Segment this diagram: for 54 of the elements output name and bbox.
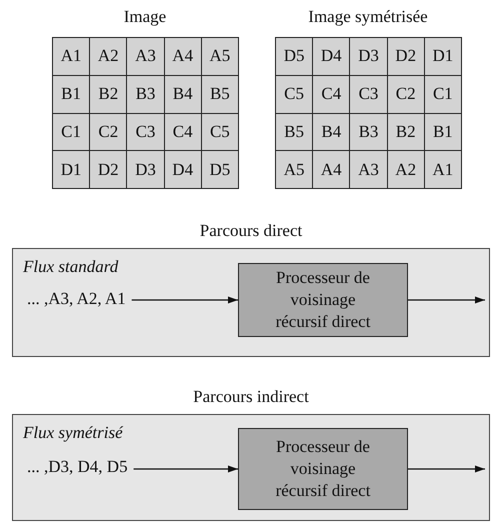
table-cell: A1 — [52, 37, 90, 76]
table-cell: A3 — [349, 150, 388, 189]
table-cell: B4 — [312, 112, 350, 152]
table-cell: C1 — [424, 74, 462, 114]
table-cell: D5 — [200, 150, 239, 189]
table-cell: D4 — [164, 150, 202, 189]
table-cell: D3 — [349, 37, 388, 76]
table-cell: A5 — [275, 150, 314, 189]
process-box: Processeur de voisinage récursif direct — [238, 428, 408, 510]
table-cell: C1 — [52, 112, 90, 152]
table-cell: B5 — [200, 74, 239, 114]
table-cell: C5 — [275, 74, 314, 114]
table-cell: D1 — [52, 150, 90, 189]
table-cell: B2 — [89, 74, 128, 114]
table-cell: A4 — [164, 37, 202, 76]
table-title: Image symétrisée — [307, 7, 429, 27]
table-cell: C3 — [126, 112, 165, 152]
table-cell: A1 — [424, 150, 462, 189]
stream-label: Flux standard — [23, 257, 118, 277]
table-cell: A2 — [89, 37, 128, 76]
table-cell: B1 — [424, 112, 462, 152]
table-cell: C2 — [89, 112, 128, 152]
table-cell: A4 — [312, 150, 350, 189]
process-box: Processeur de voisinage récursif direct — [238, 263, 408, 337]
table-cell: B3 — [126, 74, 165, 114]
table-cell: B1 — [52, 74, 90, 114]
table-cell: A2 — [386, 150, 425, 189]
table-cell: D3 — [126, 150, 165, 189]
stream-text: ... ,A3, A2, A1 — [27, 289, 126, 309]
table-title: Image — [122, 7, 168, 27]
stream-label: Flux symétrisé — [23, 423, 123, 443]
table-cell: C3 — [349, 74, 388, 114]
table-cell: D5 — [275, 37, 314, 76]
table-cell: A3 — [126, 37, 165, 76]
table-cell: D4 — [312, 37, 350, 76]
panel-heading: Parcours direct — [200, 221, 302, 241]
table-cell: D2 — [386, 37, 425, 76]
table-cell: A5 — [200, 37, 239, 76]
arrow — [408, 466, 485, 472]
table-cell: C2 — [386, 74, 425, 114]
table-cell: B3 — [349, 112, 388, 152]
table-cell: B5 — [275, 112, 314, 152]
arrow — [134, 466, 238, 472]
table-cell: D2 — [89, 150, 128, 189]
table-cell: C4 — [312, 74, 350, 114]
panel-heading: Parcours indirect — [193, 387, 309, 407]
table-cell: B4 — [164, 74, 202, 114]
stream-text: ... ,D3, D4, D5 — [27, 457, 128, 477]
arrow — [132, 296, 238, 304]
arrow — [408, 296, 485, 304]
table-cell: B2 — [386, 112, 425, 152]
table-cell: C4 — [164, 112, 202, 152]
table-cell: D1 — [424, 37, 462, 76]
table-cell: C5 — [200, 112, 239, 152]
